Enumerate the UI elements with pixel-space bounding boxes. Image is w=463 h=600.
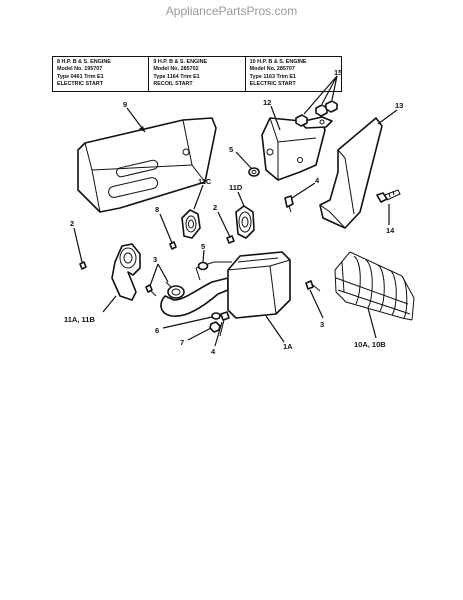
engine-spec-line: ELECTRIC START (57, 80, 104, 87)
callout-12: 12 (263, 98, 271, 107)
part-9-muffler-shield (77, 117, 217, 213)
part-6-lock-washer (211, 312, 221, 320)
callout-15: 15 (334, 68, 342, 77)
leader-3 (149, 263, 159, 287)
part-11a-11b-deflector (111, 243, 141, 301)
leader-15 (303, 75, 338, 115)
arrowhead (139, 126, 145, 132)
leader-3 (309, 289, 324, 319)
watermark: AppliancePartsPros.com (165, 4, 298, 18)
part-7-nut (209, 321, 221, 333)
callout-10a-10b: 10A, 10B (354, 340, 386, 349)
part-10a-10b-wire-guard (334, 251, 415, 321)
part-14-bolt (376, 189, 401, 203)
engine-spec-line: Model No. 285707 (249, 66, 295, 73)
engine-spec-line: Type 0461 Trim E1 (57, 73, 104, 80)
part-11c-heat-shield (181, 209, 201, 239)
callout-9: 9 (123, 100, 127, 109)
callout-8: 8 (155, 205, 159, 214)
leader-13 (377, 109, 398, 125)
leader-15 (331, 75, 338, 101)
callout-3: 3 (320, 320, 324, 329)
part-12-bracket (261, 116, 333, 181)
callout-2: 2 (213, 203, 217, 212)
leader-7 (187, 327, 212, 341)
part-3-bolt (305, 280, 321, 292)
callout-5: 5 (229, 145, 233, 154)
leader-4 (214, 321, 223, 347)
callout-4: 4 (211, 347, 216, 356)
callout-11c: 11C (198, 177, 212, 186)
leader-5 (235, 151, 252, 169)
engine-spec-line: 9 H.P. B & S. ENGINE (153, 59, 208, 65)
engine-spec-line: 8 H.P. B & S. ENGINE (57, 59, 111, 65)
leader-6 (162, 316, 213, 329)
callout-11a-11b: 11A, 11B (64, 315, 95, 324)
callout-4: 4 (315, 176, 320, 185)
part-2-screw (79, 261, 87, 270)
leader-10ab (367, 307, 377, 339)
engine-spec-column-9hp: 9 H.P. B & S. ENGINE Model No. 285702 Ty… (149, 57, 246, 91)
leader-4 (291, 182, 316, 199)
engine-spec-column-10hp: 10 H.P. B & S. ENGINE Model No. 285707 T… (246, 57, 341, 91)
part-4-bolt (219, 311, 230, 337)
engine-spec-column-8hp: 8 H.P. B & S. ENGINE Model No. 195707 Ty… (53, 57, 150, 91)
leader-2 (217, 211, 231, 238)
callout-3: 3 (153, 255, 157, 264)
part-1a-muffler (160, 251, 291, 319)
engine-spec-line: Model No. 195707 (57, 66, 103, 73)
callout-11d: 11D (229, 183, 243, 192)
engine-spec-line: 10 H.P. B & S. ENGINE (249, 59, 307, 65)
part-15-bolts (295, 100, 338, 127)
callout-6: 6 (155, 326, 159, 335)
leader-3 (157, 263, 169, 283)
callout-14: 14 (386, 226, 395, 235)
engine-spec-line: Type 1164 Trim E1 (153, 73, 200, 80)
leader-2 (73, 227, 83, 263)
leader-8 (159, 213, 173, 244)
callout-5: 5 (201, 242, 205, 251)
leader-11d (237, 191, 245, 207)
leader-11ab (102, 295, 117, 313)
leader-12 (270, 105, 281, 131)
leader-11c (193, 184, 204, 210)
engine-spec-line: Model No. 285702 (153, 66, 199, 73)
engine-spec-line: RECOIL START (153, 80, 193, 87)
part-2-screw (226, 235, 235, 244)
leader-1a (265, 315, 285, 343)
leader-5 (202, 249, 205, 263)
part-5-washer (248, 167, 260, 177)
callout-13: 13 (395, 101, 403, 110)
engine-spec-line: Type 1163 Trim E1 (249, 73, 297, 80)
part-5-washer (197, 261, 209, 271)
callout-2: 2 (70, 219, 74, 228)
part-11d-heat-shield (235, 205, 255, 239)
callout-7: 7 (180, 338, 184, 347)
callout-1a: 1A (283, 342, 293, 351)
part-8-screw (169, 241, 177, 250)
engine-spec-line: ELECTRIC START (249, 80, 296, 87)
part-13-side-plate (319, 117, 383, 229)
engine-spec-table: 8 H.P. B & S. ENGINE Model No. 195707 Ty… (52, 56, 342, 92)
part-4-bolt (284, 195, 294, 213)
leader-15 (321, 75, 338, 105)
